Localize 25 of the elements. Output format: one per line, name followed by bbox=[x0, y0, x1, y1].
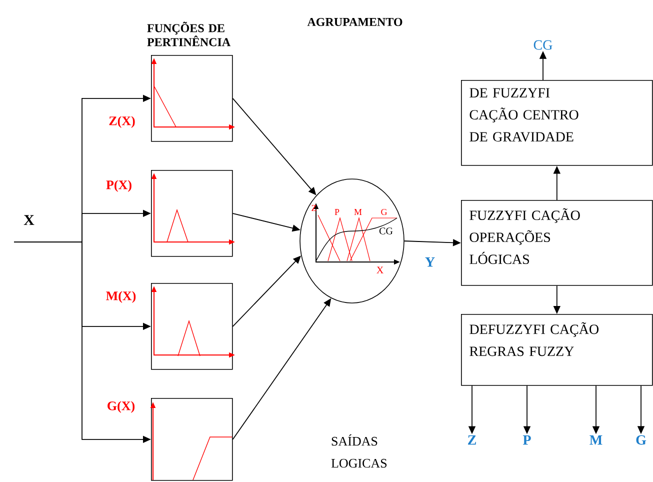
function-label: M(X) bbox=[106, 291, 136, 303]
axis-label: M bbox=[354, 209, 362, 215]
aggregation-ellipse bbox=[300, 178, 404, 304]
process-box: DEFUZZYFI CAÇÃO REGRAS FUZZY bbox=[461, 314, 653, 386]
function-label: G(X) bbox=[108, 401, 135, 413]
axis-label: P bbox=[334, 209, 340, 215]
membership-box bbox=[151, 283, 233, 370]
output-label: M bbox=[590, 435, 602, 445]
heading: AGRUPAMENTO bbox=[307, 18, 402, 26]
output-caption: SAÍDAS LOGICAS bbox=[331, 434, 387, 468]
membership-box bbox=[151, 170, 233, 257]
input-label: X bbox=[24, 215, 34, 225]
membership-box bbox=[151, 55, 233, 142]
output-label: G bbox=[636, 435, 646, 445]
axis-label: X bbox=[376, 266, 384, 274]
curve-label: CG bbox=[379, 228, 393, 234]
process-box: DE FUZZYFI CAÇÃO CENTRO DE GRAVIDADE bbox=[461, 80, 653, 166]
axis-label: G bbox=[381, 208, 387, 216]
function-label: P(X) bbox=[106, 180, 132, 192]
process-box: FUZZYFI CAÇÃO OPERAÇÕES LÓGICAS bbox=[461, 200, 653, 286]
output-label: CG bbox=[534, 40, 552, 50]
function-label: Z(X) bbox=[109, 116, 135, 128]
output-label: P bbox=[522, 435, 531, 445]
output-label: Z bbox=[468, 435, 476, 445]
edge-label: Y bbox=[425, 257, 435, 267]
